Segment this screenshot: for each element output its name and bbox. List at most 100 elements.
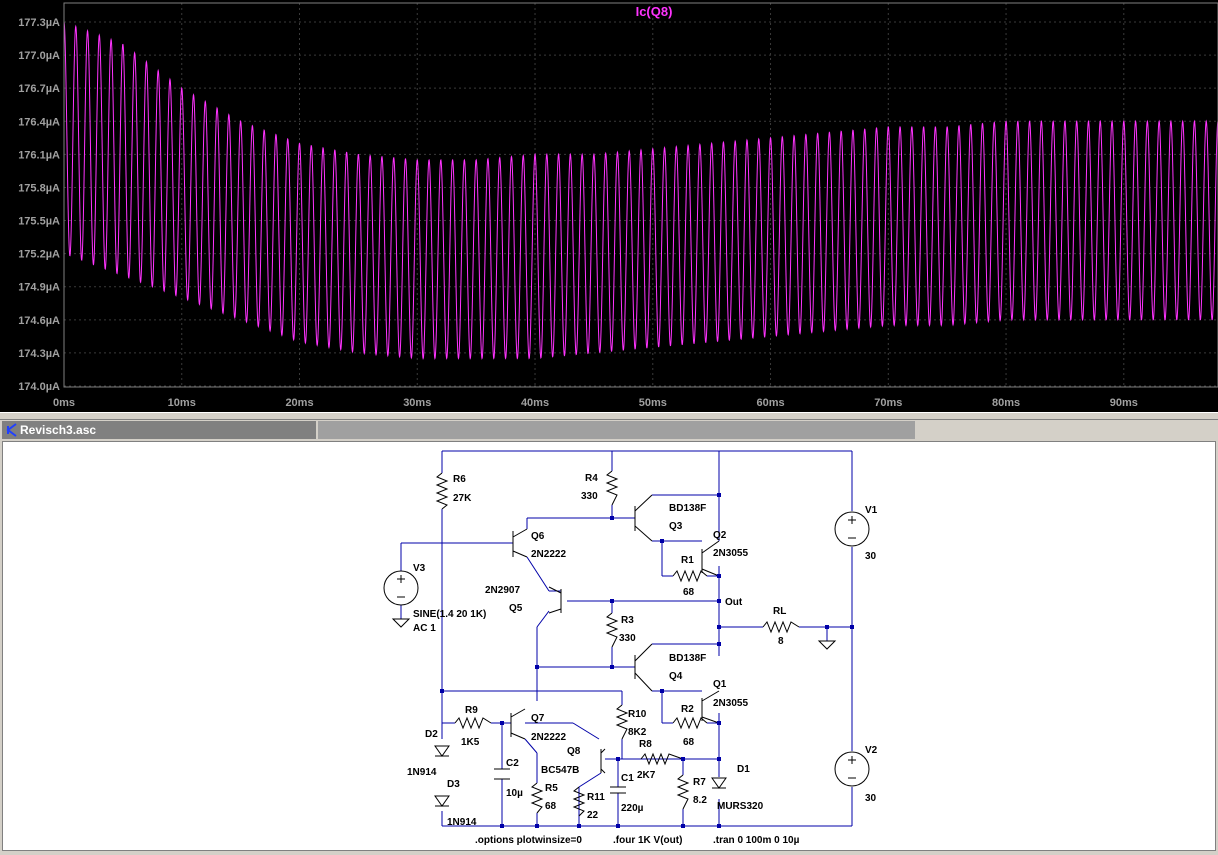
y-tick-label: 176.7µA [18, 83, 60, 95]
label-r3-name[interactable]: R3 [621, 615, 634, 626]
x-tick-label: 0ms [53, 397, 75, 409]
transistor-symbols [510, 494, 720, 774]
label-r2-name[interactable]: R2 [681, 704, 694, 715]
label-c2-value[interactable]: 10µ [506, 788, 523, 799]
label-v2-value[interactable]: 30 [865, 793, 877, 804]
x-tick-label: 30ms [403, 397, 431, 409]
label-q3-model[interactable]: BD138F [669, 503, 706, 514]
ground-symbols [391, 618, 837, 650]
label-v1-name[interactable]: V1 [865, 505, 878, 516]
schematic-canvas[interactable]: R6 27K R4 330 BD138F Q3 Q2 2N3055 R1 68 … [3, 442, 1215, 850]
label-r6-name[interactable]: R6 [453, 474, 466, 485]
directive-options[interactable]: .options plotwinsize=0 [475, 835, 582, 846]
label-d3-name[interactable]: D3 [447, 779, 460, 790]
label-d1-model[interactable]: MURS320 [717, 801, 764, 812]
label-r3-value[interactable]: 330 [619, 633, 636, 644]
label-r5-name[interactable]: R5 [545, 783, 558, 794]
label-c1-value[interactable]: 220µ [621, 803, 644, 814]
label-r8-value[interactable]: 2K7 [637, 770, 656, 781]
document-tab-bar: Revisch3.asc [0, 420, 1218, 440]
schematic-pane[interactable]: R6 27K R4 330 BD138F Q3 Q2 2N3055 R1 68 … [2, 441, 1216, 851]
label-r8-name[interactable]: R8 [639, 739, 652, 750]
label-q1-name[interactable]: Q1 [713, 679, 727, 690]
label-r11-name[interactable]: R11 [587, 792, 605, 803]
y-axis-ticks: 177.3µA177.0µA176.7µA176.4µA176.1µA175.8… [18, 17, 60, 393]
label-q6-name[interactable]: Q6 [531, 531, 545, 542]
y-tick-label: 177.3µA [18, 17, 60, 29]
label-r7-name[interactable]: R7 [693, 777, 706, 788]
directive-four[interactable]: .four 1K V(out) [613, 835, 682, 846]
label-r9-name[interactable]: R9 [465, 705, 478, 716]
label-r10-name[interactable]: R10 [628, 709, 647, 720]
label-r11-value[interactable]: 22 [587, 810, 599, 821]
label-q2-name[interactable]: Q2 [713, 530, 727, 541]
label-out-net[interactable]: Out [725, 597, 743, 608]
label-r10-value[interactable]: 8K2 [628, 727, 647, 738]
label-q5-name[interactable]: Q5 [509, 603, 523, 614]
label-r4-name[interactable]: R4 [585, 473, 598, 484]
pane-splitter[interactable] [0, 412, 1218, 420]
waveform-plot[interactable]: Ic(Q8) 177.3µA177.0µA176.7µA176.4µA176.1… [0, 0, 1218, 412]
label-rl-value[interactable]: 8 [778, 636, 784, 647]
y-tick-label: 174.3µA [18, 348, 60, 360]
label-r6-value[interactable]: 27K [453, 493, 472, 504]
y-tick-label: 175.2µA [18, 249, 60, 261]
tab-revisch3[interactable]: Revisch3.asc [2, 421, 316, 439]
label-d1-name[interactable]: D1 [737, 764, 750, 775]
label-d2-name[interactable]: D2 [425, 729, 438, 740]
label-r7-value[interactable]: 8.2 [693, 795, 707, 806]
x-tick-label: 50ms [639, 397, 667, 409]
label-q6-model[interactable]: 2N2222 [531, 549, 566, 560]
y-tick-label: 174.0µA [18, 381, 60, 393]
component-labels: R6 27K R4 330 BD138F Q3 Q2 2N3055 R1 68 … [407, 473, 878, 846]
tab-title: Revisch3.asc [20, 423, 97, 437]
y-tick-label: 177.0µA [18, 50, 60, 62]
label-r5-value[interactable]: 68 [545, 801, 557, 812]
voltage-source-symbols [383, 511, 870, 787]
label-q2-model[interactable]: 2N3055 [713, 548, 748, 559]
diode-symbols [434, 745, 727, 807]
label-q4-model[interactable]: BD138F [669, 653, 706, 664]
label-r9-value[interactable]: 1K5 [461, 737, 480, 748]
x-tick-label: 40ms [521, 397, 549, 409]
label-v3-value[interactable]: SINE(1.4 20 1K) [413, 609, 486, 620]
plot-frame [63, 2, 1218, 388]
label-q8-name[interactable]: Q8 [567, 746, 581, 757]
label-v3-ac[interactable]: AC 1 [413, 623, 436, 634]
label-q7-model[interactable]: 2N2222 [531, 732, 566, 743]
trace-label[interactable]: Ic(Q8) [636, 4, 673, 19]
label-c1-name[interactable]: C1 [621, 773, 634, 784]
label-rl-name[interactable]: RL [773, 606, 786, 617]
label-r4-value[interactable]: 330 [581, 491, 598, 502]
x-tick-label: 10ms [168, 397, 196, 409]
label-v3-name[interactable]: V3 [413, 563, 426, 574]
label-q4-name[interactable]: Q4 [669, 671, 683, 682]
plot-grid [64, 3, 1218, 387]
x-tick-label: 80ms [992, 397, 1020, 409]
label-q1-model[interactable]: 2N3055 [713, 698, 748, 709]
label-d3-model[interactable]: 1N914 [447, 817, 477, 828]
x-tick-label: 90ms [1110, 397, 1138, 409]
resistor-symbols [435, 470, 800, 817]
wires [400, 450, 853, 827]
directive-tran[interactable]: .tran 0 100m 0 10µ [713, 835, 800, 846]
y-tick-label: 176.4µA [18, 116, 60, 128]
label-c2-name[interactable]: C2 [506, 758, 519, 769]
trace-path[interactable] [63, 21, 1218, 360]
label-r1-value[interactable]: 68 [683, 587, 695, 598]
label-v2-name[interactable]: V2 [865, 745, 878, 756]
trace-ic-q8[interactable] [63, 21, 1218, 360]
label-q8-model[interactable]: BC547B [541, 765, 579, 776]
label-r2-value[interactable]: 68 [683, 737, 695, 748]
label-q7-name[interactable]: Q7 [531, 713, 545, 724]
label-v1-value[interactable]: 30 [865, 551, 877, 562]
y-tick-label: 174.6µA [18, 315, 60, 327]
label-q5-model[interactable]: 2N2907 [485, 585, 520, 596]
x-tick-label: 20ms [285, 397, 313, 409]
tab-bar-filler [318, 421, 915, 439]
label-q3-name[interactable]: Q3 [669, 521, 683, 532]
label-r1-name[interactable]: R1 [681, 555, 694, 566]
label-d2-model[interactable]: 1N914 [407, 767, 437, 778]
